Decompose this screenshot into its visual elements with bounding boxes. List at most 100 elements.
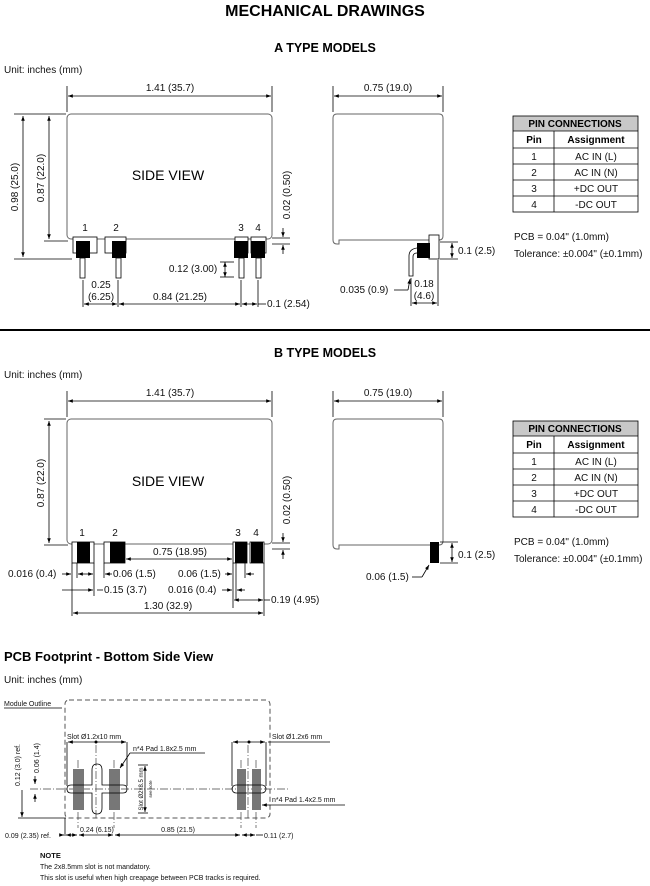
- dim-pitch-34: 0.11 (2.7): [264, 833, 293, 840]
- pad-right-label: n*4 Pad 1.4x2.5 mm: [272, 797, 336, 804]
- a-type-heading: A TYPE MODELS: [274, 41, 376, 55]
- dim-pitch-23: 0.85 (21.5): [161, 827, 195, 834]
- b-dim-pin-h: 0.1 (2.5): [458, 550, 495, 561]
- a-dim-pin-offset-a: 0.18: [414, 279, 434, 290]
- b-table-pin: 1: [531, 457, 537, 468]
- b-module-body: [66, 418, 273, 545]
- b-tolerance: Tolerance: ±0.004" (±0.1mm): [514, 554, 642, 565]
- b-end-body: [332, 418, 444, 550]
- b-table-assignment: -DC OUT: [575, 505, 617, 516]
- b-table-pin: 4: [531, 505, 537, 516]
- a-table-assignment: -DC OUT: [575, 200, 617, 211]
- a-pcb-thickness: PCB = 0.04" (1.0mm): [514, 232, 609, 243]
- pad-left-label: n*4 Pad 1.8x2.5 mm: [133, 746, 197, 753]
- note-line: This slot is useful when high creapage b…: [40, 875, 261, 882]
- b-pin-label-1: 1: [79, 528, 85, 539]
- a-table-pin: 2: [531, 168, 537, 179]
- b-dim-s-12: 0.15 (3.7): [104, 585, 147, 596]
- a-end-view: 0.75 (19.0) 0.1 (2.5) 0.035 (0.9) 0.18 (…: [332, 83, 495, 306]
- a-end-body: [332, 113, 444, 245]
- b-dim-pitch-23: 0.75 (18.95): [153, 547, 207, 558]
- b-side-view-label: SIDE VIEW: [132, 473, 205, 489]
- slot-center-note: see note: [148, 780, 153, 798]
- a-table-pin: 4: [531, 200, 537, 211]
- a-table-header-assignment: Assignment: [567, 135, 625, 146]
- b-dim-standoff: 0.02 (0.50): [282, 476, 293, 524]
- a-table-pin: 3: [531, 184, 537, 195]
- a-dim-pin-h: 0.1 (2.5): [458, 246, 495, 257]
- a-dim-pin-dia: 0.035 (0.9): [340, 285, 388, 296]
- a-module-body: [66, 113, 273, 240]
- module-outline: [64, 699, 271, 819]
- a-dim-width: 1.41 (35.7): [146, 83, 194, 94]
- b-dim-pin-w: 0.06 (1.5): [366, 572, 409, 583]
- b-type-unit: Unit: inches (mm): [4, 370, 82, 381]
- dim-slot-width: 0.06 (1.4): [34, 743, 41, 773]
- a-dim-depth: 0.75 (19.0): [364, 83, 412, 94]
- note-title: NOTE: [40, 851, 61, 860]
- b-dim-w-mid: 0.016 (0.4): [168, 585, 216, 596]
- b-dim-body-height: 0.87 (22.0): [36, 459, 47, 507]
- a-dim-standoff: 0.02 (0.50): [282, 171, 293, 219]
- b-dim-total: 1.30 (32.9): [144, 601, 192, 612]
- a-dim-pin-length: 0.12 (3.00): [169, 264, 217, 275]
- slot-right-label: Slot Ø1.2x6 mm: [272, 734, 322, 741]
- slot-left-label: Slot Ø1.2x10 mm: [67, 734, 121, 741]
- note-line: The 2x8.5mm slot is not mandatory.: [40, 864, 151, 871]
- b-pin-label-4: 4: [253, 528, 259, 539]
- b-pin-label-3: 3: [235, 528, 241, 539]
- a-side-view: 1.41 (35.7) SIDE VIEW 0.98 (25.0) 0.87 (…: [10, 83, 310, 310]
- a-table-assignment: AC IN (N): [574, 168, 617, 179]
- b-dim-width: 1.41 (35.7): [146, 388, 194, 399]
- center-slot: [66, 763, 128, 815]
- b-dim-w-pin2: 0.06 (1.5): [113, 569, 156, 580]
- b-side-view: 1.41 (35.7) SIDE VIEW 0.87 (22.0) 0.02 (…: [8, 388, 319, 616]
- b-table-title: PIN CONNECTIONS: [528, 424, 622, 435]
- a-table-header-pin: Pin: [526, 135, 542, 146]
- b-pin-connections-table: PIN CONNECTIONS Pin Assignment 1 AC IN (…: [512, 420, 639, 518]
- b-type-heading: B TYPE MODELS: [274, 346, 376, 360]
- a-type-unit: Unit: inches (mm): [4, 65, 82, 76]
- slot-center-label: Slot Ø2x8.5 mm: [139, 767, 145, 810]
- right-slot: [231, 784, 267, 794]
- a-pin-label-4: 4: [255, 223, 261, 234]
- a-table-pin: 1: [531, 152, 537, 163]
- a-pin-label-1: 1: [82, 223, 88, 234]
- a-pins: [72, 236, 267, 279]
- b-table-assignment: +DC OUT: [574, 489, 618, 500]
- b-dim-w-pin3: 0.06 (1.5): [178, 569, 221, 580]
- a-table-title: PIN CONNECTIONS: [528, 119, 622, 130]
- pcb-footprint-section: PCB Footprint - Bottom Side View Unit: i…: [4, 649, 345, 882]
- a-dim-pitch-34: 0.1 (2.54): [267, 299, 310, 310]
- a-dim-total-height: 0.98 (25.0): [10, 163, 21, 211]
- a-dim-body-height: 0.87 (22.0): [36, 154, 47, 202]
- b-table-pin: 3: [531, 489, 537, 500]
- a-pin-label-2: 2: [113, 223, 119, 234]
- a-dim-pitch-23: 0.84 (21.25): [153, 292, 207, 303]
- b-table-assignment: AC IN (N): [574, 473, 617, 484]
- a-pin-connections-table: PIN CONNECTIONS Pin Assignment 1 AC IN (…: [512, 115, 639, 213]
- footprint-heading: PCB Footprint - Bottom Side View: [4, 649, 214, 664]
- a-tolerance: Tolerance: ±0.004" (±0.1mm): [514, 249, 642, 260]
- dim-height-ref: 0.12 (3.0) ref.: [15, 744, 22, 786]
- b-dim-w-left: 0.016 (0.4): [8, 569, 56, 580]
- b-end-view: 0.75 (19.0) 0.1 (2.5) 0.06 (1.5): [332, 388, 495, 583]
- a-type-section: A TYPE MODELS Unit: inches (mm) 1.41 (35…: [4, 41, 642, 310]
- b-dim-s-34: 0.19 (4.95): [271, 595, 319, 606]
- module-outline-label: Module Outline: [4, 701, 51, 708]
- footprint-unit: Unit: inches (mm): [4, 675, 82, 686]
- a-pin-label-3: 3: [238, 223, 244, 234]
- a-table-assignment: +DC OUT: [574, 184, 618, 195]
- dim-pitch-12: 0.24 (6.15): [80, 827, 114, 834]
- a-dim-pin-offset-b: (4.6): [414, 291, 435, 302]
- b-table-header-pin: Pin: [526, 440, 542, 451]
- b-type-section: B TYPE MODELS Unit: inches (mm) 1.41 (35…: [4, 346, 642, 616]
- a-table-assignment: AC IN (L): [575, 152, 617, 163]
- left-pads: [73, 769, 120, 810]
- a-side-view-label: SIDE VIEW: [132, 167, 205, 183]
- b-table-header-assignment: Assignment: [567, 440, 625, 451]
- page-title: MECHANICAL DRAWINGS: [225, 3, 425, 20]
- a-dim-pitch-12-b: (6.25): [88, 292, 114, 303]
- b-dim-depth: 0.75 (19.0): [364, 388, 412, 399]
